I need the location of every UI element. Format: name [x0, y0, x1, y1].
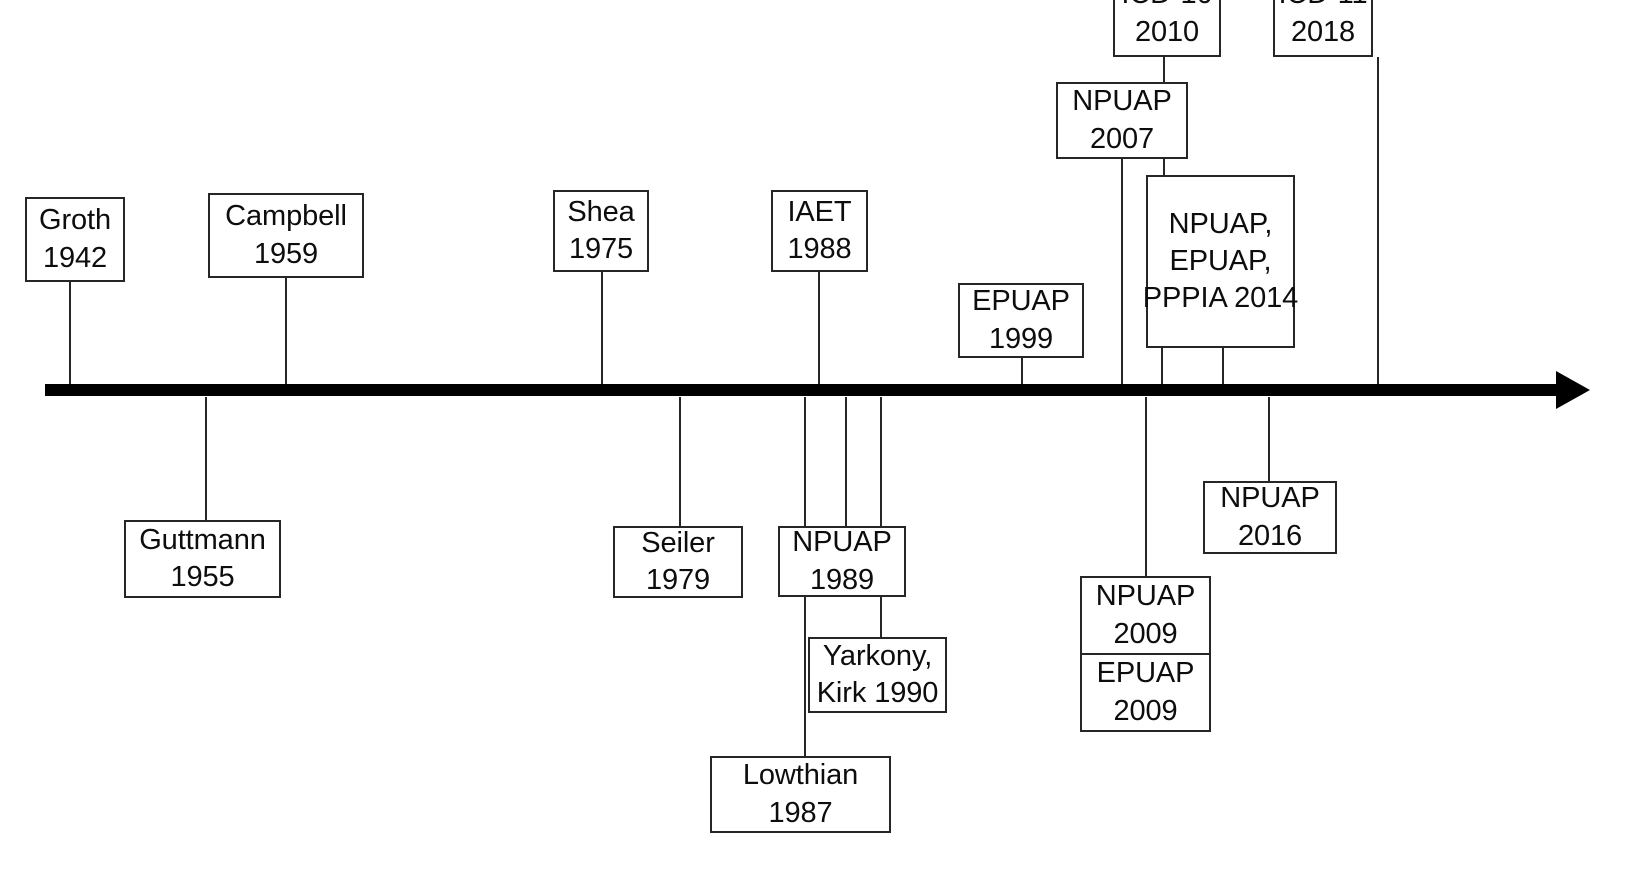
- event-box-npuap-2007[interactable]: NPUAP 2007: [1056, 82, 1188, 159]
- timeline-arrowhead: [1556, 371, 1590, 409]
- event-box-epuap-1999[interactable]: EPUAP 1999: [958, 283, 1084, 358]
- event-box-lowthian[interactable]: Lowthian 1987: [710, 756, 891, 833]
- connector-npuap-2007-to-2014: [1163, 159, 1165, 177]
- event-label-line1: EPUAP: [1096, 657, 1195, 690]
- event-box-npuap-2009[interactable]: NPUAP 2009: [1082, 578, 1209, 653]
- connector-npuap-2007: [1121, 159, 1123, 390]
- event-label-line2: 1988: [787, 233, 852, 265]
- event-label-line1: NPUAP: [1095, 580, 1196, 613]
- event-label-line2: 2009: [1113, 694, 1178, 727]
- event-box-npuap-1989[interactable]: NPUAP 1989: [778, 526, 906, 597]
- event-label-line1: Seiler: [641, 526, 715, 559]
- event-label-line2: 1975: [568, 233, 634, 265]
- event-box-iaet[interactable]: IAET 1988: [771, 190, 868, 272]
- event-label-line1: Yarkony,: [822, 639, 933, 672]
- event-label-line2: EPUAP,: [1169, 244, 1272, 277]
- event-label-line1: Guttmann: [139, 523, 266, 556]
- event-label-line2: 2009: [1113, 617, 1178, 650]
- connector-npuap-1989-a: [804, 397, 806, 526]
- event-box-npuap-2016[interactable]: NPUAP 2016: [1203, 481, 1337, 554]
- connector-npuap-1989-b: [845, 397, 847, 526]
- event-label-line1: EPUAP: [972, 285, 1070, 318]
- connector-lowthian: [804, 597, 806, 792]
- event-label-line1: Lowthian: [742, 759, 859, 792]
- event-label-line2: 2007: [1089, 122, 1155, 155]
- connector-seiler: [679, 397, 681, 526]
- connector-guttmann: [205, 397, 207, 520]
- event-label-line2: 1987: [768, 796, 833, 829]
- event-box-groth[interactable]: Groth 1942: [25, 197, 125, 282]
- event-label-line2: 2016: [1237, 519, 1303, 552]
- connector-epuap-1999: [1021, 358, 1023, 390]
- event-label-line1: Shea: [567, 195, 635, 228]
- event-box-epuap-2009[interactable]: EPUAP 2009: [1082, 653, 1209, 730]
- event-box-npuap-epuap-2009[interactable]: NPUAP 2009 EPUAP 2009: [1080, 576, 1211, 732]
- event-label-line1: NPUAP,: [1168, 207, 1273, 240]
- event-label-line1: Campbell: [225, 200, 347, 233]
- event-label-line2: 1942: [42, 241, 108, 274]
- connector-groth: [69, 282, 71, 390]
- event-label-line1: IAET: [787, 195, 852, 228]
- event-label-line2: 2010: [1134, 15, 1200, 48]
- event-label-line1: ICD-10: [1121, 0, 1212, 14]
- event-box-icd-10[interactable]: ICD-10 2010: [1113, 0, 1221, 57]
- connector-shea: [601, 272, 603, 390]
- connector-pppia-2014-left: [1161, 348, 1163, 390]
- event-box-guttmann[interactable]: Guttmann 1955: [124, 520, 281, 598]
- event-label-line2: 1955: [170, 561, 235, 593]
- timeline-axis: [45, 384, 1558, 396]
- event-label-line1: NPUAP: [1072, 85, 1172, 118]
- event-label-line1: Groth: [38, 204, 112, 237]
- event-label-line2: 1989: [809, 563, 875, 596]
- event-label-line1: NPUAP: [792, 526, 892, 559]
- event-box-seiler[interactable]: Seiler 1979: [613, 526, 743, 598]
- connector-campbell: [285, 278, 287, 390]
- event-label-line3: PPPIA 2014: [1142, 282, 1299, 315]
- connector-yarkony: [880, 597, 882, 637]
- event-label-line2: 1999: [988, 322, 1054, 355]
- connector-icd11: [1377, 57, 1379, 390]
- event-label-line2: 1979: [645, 564, 711, 596]
- event-box-campbell[interactable]: Campbell 1959: [208, 193, 364, 278]
- connector-npuap-2016: [1268, 397, 1270, 481]
- connector-npuap-1989-c: [880, 397, 882, 526]
- event-box-yarkony-kirk-1990[interactable]: Yarkony, Kirk 1990: [808, 637, 947, 713]
- event-label-line2: Kirk 1990: [816, 677, 939, 709]
- event-label-line2: 1959: [253, 237, 319, 270]
- connector-npuap-2009: [1145, 397, 1147, 576]
- event-box-npuap-epuap-pppia-2014[interactable]: NPUAP, EPUAP, PPPIA 2014: [1142, 175, 1299, 348]
- connector-icd10: [1163, 57, 1165, 84]
- event-box-icd-11[interactable]: ICD-11 2018: [1273, 0, 1373, 57]
- event-label-line1: ICD-11: [1278, 0, 1367, 14]
- event-box-shea[interactable]: Shea 1975: [553, 190, 649, 272]
- connector-iaet: [818, 272, 820, 390]
- event-label-line1: NPUAP: [1220, 482, 1320, 515]
- connector-pppia-2014-right: [1222, 348, 1224, 390]
- event-label-line2: 2018: [1290, 15, 1356, 48]
